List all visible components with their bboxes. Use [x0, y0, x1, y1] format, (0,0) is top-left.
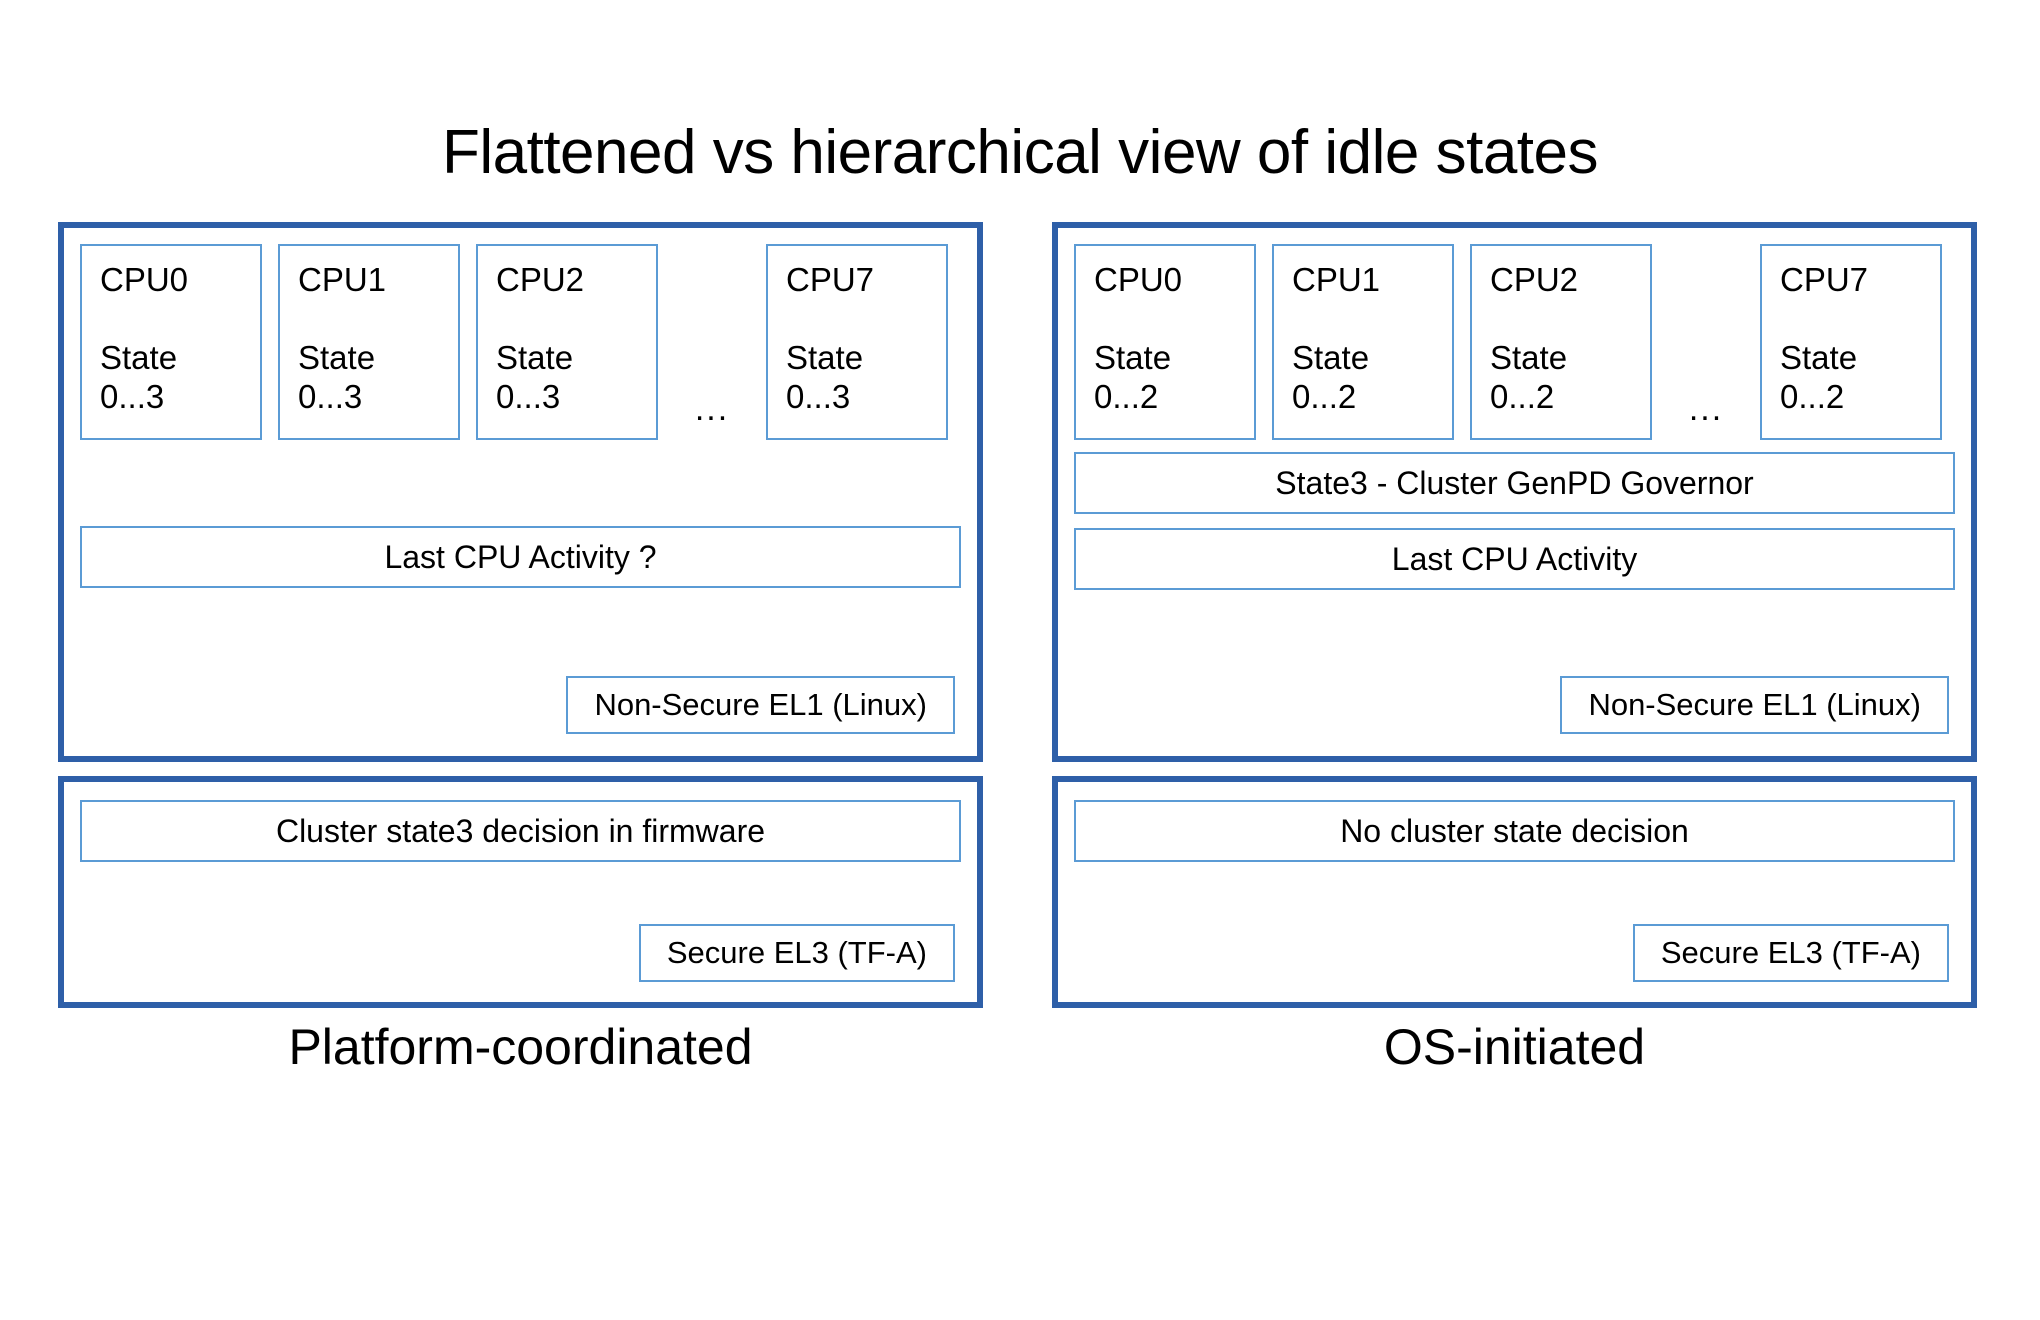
- state-range: 0...2: [1094, 378, 1159, 415]
- state-range: 0...3: [298, 378, 363, 415]
- firmware-decision-bar-left: Cluster state3 decision in firmware: [80, 800, 961, 862]
- state-label: State: [1490, 339, 1568, 376]
- cpu-label: CPU2: [1490, 261, 1579, 298]
- state-range: 0...3: [496, 378, 561, 415]
- exception-level-tag-left: Non-Secure EL1 (Linux): [566, 676, 955, 734]
- exception-level-tag-right: Non-Secure EL1 (Linux): [1560, 676, 1949, 734]
- cpu-state-text: State 0...2: [1292, 338, 1369, 416]
- state-label: State: [1780, 339, 1858, 376]
- cpu-label: CPU7: [1780, 261, 1869, 298]
- state-range: 0...3: [100, 378, 165, 415]
- cpu-state-text: State 0...3: [100, 338, 177, 416]
- cpu-box-cpu1-left: CPU1 State 0...3: [278, 244, 460, 440]
- firmware-decision-bar-right: No cluster state decision: [1074, 800, 1955, 862]
- cpu-row-left: CPU0 State 0...3 CPU1 State 0...3 CPU2: [80, 244, 961, 440]
- cpu-box-cpu1-right: CPU1 State 0...2: [1272, 244, 1454, 440]
- os-layer-panel-left: CPU0 State 0...3 CPU1 State 0...3 CPU2: [58, 222, 983, 762]
- firmware-layer-panel-left: Cluster state3 decision in firmware Secu…: [58, 776, 983, 1008]
- secure-level-tag-right: Secure EL3 (TF-A): [1632, 924, 1949, 982]
- state-label: State: [1094, 339, 1172, 376]
- firmware-layer-panel-right: No cluster state decision Secure EL3 (TF…: [1052, 776, 1977, 1008]
- cpu-label: CPU1: [1292, 261, 1381, 298]
- state-range: 0...2: [1780, 378, 1845, 415]
- cpu-state-text: State 0...3: [496, 338, 573, 416]
- cpu-label: CPU0: [1094, 261, 1183, 298]
- last-cpu-activity-bar-right: Last CPU Activity: [1074, 528, 1955, 590]
- cpu-box-cpu7-left: CPU7 State 0...3: [766, 244, 948, 440]
- cpu-state-text: State 0...2: [1094, 338, 1171, 416]
- state-label: State: [1292, 339, 1370, 376]
- cpu-label: CPU2: [496, 261, 585, 298]
- diagram-column-os-initiated: CPU0 State 0...2 CPU1 State 0...2 CPU2: [1052, 222, 1977, 1008]
- cpu-label: CPU7: [786, 261, 875, 298]
- cpu-box-cpu0-right: CPU0 State 0...2: [1074, 244, 1256, 440]
- diagram-column-platform-coordinated: CPU0 State 0...3 CPU1 State 0...3 CPU2: [58, 222, 983, 1008]
- cpu-ellipsis-left: ...: [694, 390, 730, 428]
- cpu-state-text: State 0...2: [1780, 338, 1857, 416]
- state-label: State: [496, 339, 574, 376]
- cpu-state-text: State 0...3: [786, 338, 863, 416]
- secure-level-tag-left: Secure EL3 (TF-A): [638, 924, 955, 982]
- state-range: 0...2: [1490, 378, 1555, 415]
- cpu-state-text: State 0...3: [298, 338, 375, 416]
- state-label: State: [298, 339, 376, 376]
- os-layer-panel-right: CPU0 State 0...2 CPU1 State 0...2 CPU2: [1052, 222, 1977, 762]
- panel-caption-os-initiated: OS-initiated: [1383, 1019, 1646, 1075]
- state-range: 0...3: [786, 378, 851, 415]
- panel-caption-platform-coordinated: Platform-coordinated: [288, 1019, 753, 1075]
- cpu-label: CPU0: [100, 261, 189, 298]
- cpu-state-text: State 0...2: [1490, 338, 1567, 416]
- page-title: Flattened vs hierarchical view of idle s…: [441, 118, 1599, 187]
- cpu-box-cpu7-right: CPU7 State 0...2: [1760, 244, 1942, 440]
- cpu-row-right: CPU0 State 0...2 CPU1 State 0...2 CPU2: [1074, 244, 1955, 440]
- cpu-label: CPU1: [298, 261, 387, 298]
- cpu-ellipsis-right: ...: [1688, 390, 1724, 428]
- state-label: State: [100, 339, 178, 376]
- cluster-genpd-governor-bar-right: State3 - Cluster GenPD Governor: [1074, 452, 1955, 514]
- cpu-box-cpu2-left: CPU2 State 0...3: [476, 244, 658, 440]
- cpu-box-cpu2-right: CPU2 State 0...2: [1470, 244, 1652, 440]
- last-cpu-activity-bar-left: Last CPU Activity ?: [80, 526, 961, 588]
- cpu-box-cpu0-left: CPU0 State 0...3: [80, 244, 262, 440]
- state-range: 0...2: [1292, 378, 1357, 415]
- state-label: State: [786, 339, 864, 376]
